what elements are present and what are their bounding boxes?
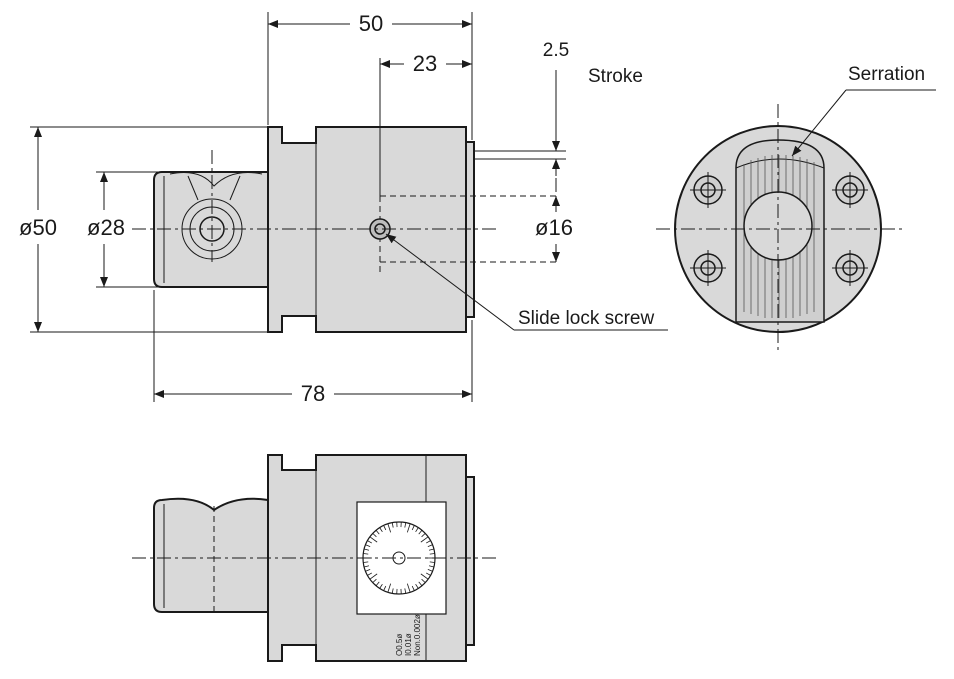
grip-cut	[169, 172, 263, 187]
dial-tick	[418, 581, 423, 586]
dial-tick	[420, 573, 429, 580]
dim-outer-diameter: ø50	[19, 126, 268, 333]
dim-stroke: 2.5 Stroke	[474, 40, 643, 176]
dial-tick	[421, 533, 426, 538]
dim-label-50: 50	[359, 11, 383, 36]
dial-tick	[363, 553, 369, 555]
dim-label-23: 23	[413, 51, 437, 76]
slide-lock-screw-label: Slide lock screw	[518, 308, 654, 329]
dial-tick	[364, 565, 370, 568]
dial-tick	[365, 544, 371, 547]
dial-plate-text: O0.5ø I0.01ø Non.0.002ø	[395, 614, 422, 656]
dial-tick	[391, 522, 394, 528]
dial-tick	[428, 565, 434, 568]
dim-label-outer: ø50	[19, 215, 57, 240]
dial-tick	[387, 583, 392, 593]
dial-tick	[411, 525, 415, 531]
dial-tick	[415, 583, 419, 589]
dial-tick	[372, 533, 377, 538]
dim-label-shank: ø28	[87, 215, 125, 240]
dim-78: 78	[153, 290, 473, 406]
indicator-dial	[362, 521, 436, 595]
front-view	[132, 58, 556, 333]
dial-tick	[365, 569, 371, 572]
dial-tick	[364, 548, 370, 551]
dial-plate-line2: I0.01ø	[404, 633, 413, 656]
dial-tick	[367, 540, 373, 544]
dim-bore: ø16	[535, 178, 573, 262]
dim-50: 50	[267, 11, 473, 140]
dial-tick	[369, 536, 378, 543]
serration-callout: Serration	[791, 64, 936, 157]
dial-tick	[383, 585, 387, 591]
serration-label: Serration	[848, 64, 925, 85]
dial-tick	[367, 572, 373, 576]
dim-label-78: 78	[301, 381, 325, 406]
slide-lock-screw-callout: Slide lock screw	[385, 233, 668, 331]
dial-tick	[406, 523, 411, 533]
top-view: O0.5ø I0.01ø Non.0.002ø	[132, 454, 498, 662]
dim-label-bore: ø16	[535, 215, 573, 240]
dial-tick	[429, 561, 435, 563]
dial-tick	[406, 583, 411, 593]
side-view	[656, 104, 902, 352]
dial-tick	[411, 585, 415, 591]
dial-tick	[429, 553, 435, 555]
dial-tick	[369, 573, 378, 580]
dial-tick	[379, 583, 383, 589]
dial-tick	[379, 527, 383, 533]
dial-tick	[421, 578, 426, 583]
dial-tick	[387, 523, 392, 533]
dial-tick	[425, 540, 431, 544]
dial-tick	[427, 544, 433, 547]
top-shank	[153, 497, 269, 613]
dim-23: 23	[380, 51, 472, 76]
top-end-cap	[465, 476, 475, 646]
dial-tick	[427, 569, 433, 572]
dial-tick	[383, 525, 387, 531]
dial-tick	[418, 530, 423, 535]
dial-tick	[428, 548, 434, 551]
dial-tick	[375, 530, 380, 535]
dim-shank-diameter: ø28	[87, 171, 160, 288]
dial-tick	[425, 572, 431, 576]
dial-tick	[420, 536, 429, 543]
dial-plate-line3: Non.0.002ø	[413, 614, 422, 656]
dial-plate-line1: O0.5ø	[395, 634, 404, 656]
dial-tick	[363, 561, 369, 563]
dial-tick	[415, 527, 419, 533]
dial-tick	[391, 588, 394, 594]
dial-tick	[372, 578, 377, 583]
dial-tick	[404, 522, 407, 528]
dial-tick	[404, 588, 407, 594]
stroke-label: Stroke	[588, 66, 643, 87]
dim-label-stroke-value: 2.5	[543, 40, 569, 61]
dial-tick	[375, 581, 380, 586]
